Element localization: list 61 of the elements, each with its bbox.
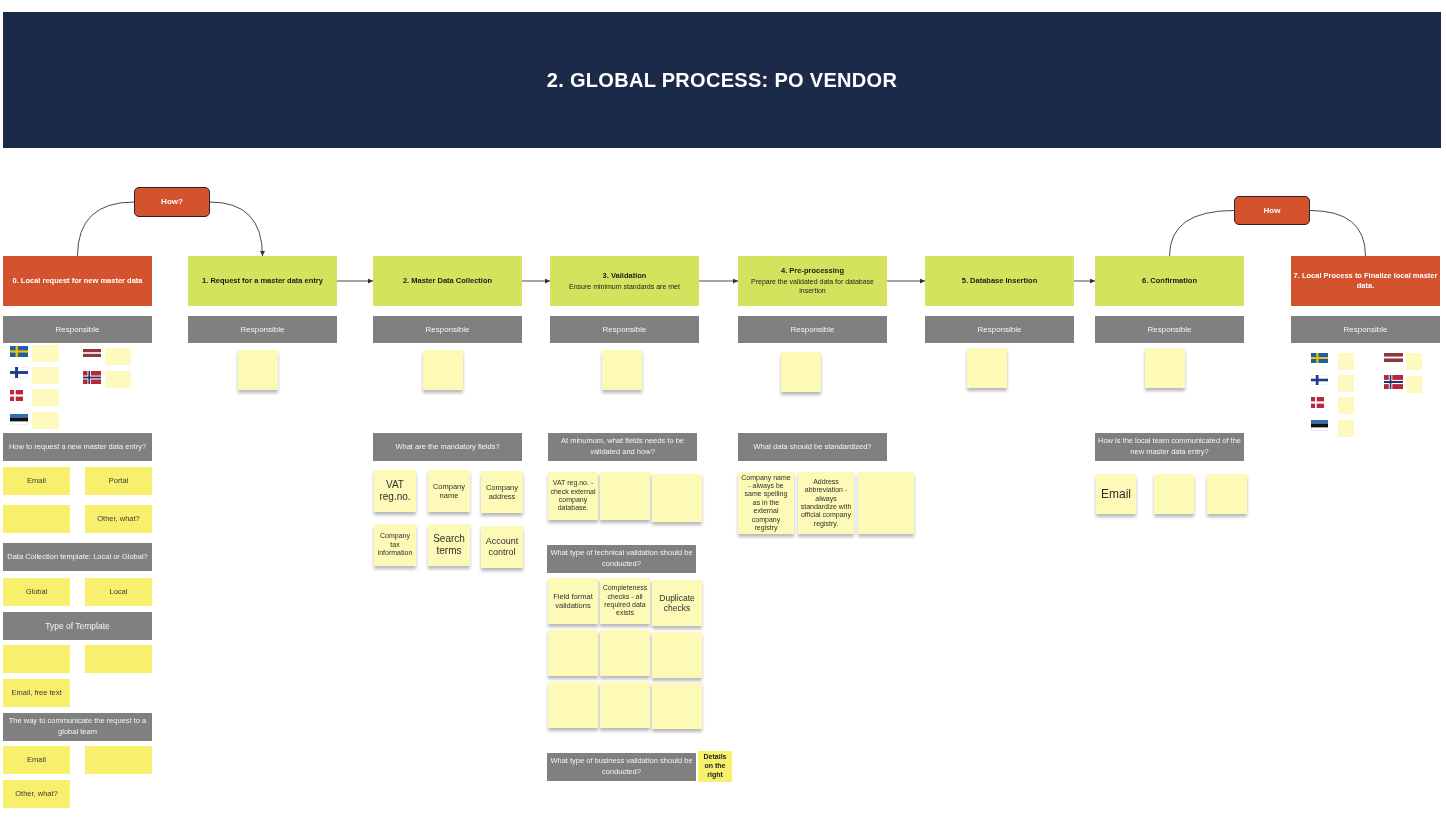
sticky-note <box>1406 353 1422 370</box>
sticky-note <box>1338 420 1354 437</box>
sticky-note <box>600 630 650 676</box>
arrow <box>1073 278 1096 284</box>
sticky-note <box>652 474 702 522</box>
sticky-note <box>652 683 702 729</box>
sticky-note <box>238 350 278 390</box>
sticky-note <box>3 505 70 533</box>
sticky-note <box>652 632 702 678</box>
responsible-bar: Responsible <box>1095 316 1244 343</box>
sticky-note <box>32 389 59 406</box>
sticky-note: Duplicate checks <box>652 580 702 626</box>
sticky-note <box>32 345 59 362</box>
page-title: 2. GLOBAL PROCESS: PO VENDOR <box>546 68 898 93</box>
responsible-bar: Responsible <box>925 316 1074 343</box>
arrow <box>209 201 265 257</box>
sticky-note <box>1406 376 1422 393</box>
connector-line <box>1309 210 1366 257</box>
sticky-note <box>600 472 650 520</box>
sticky-note <box>602 350 642 390</box>
connector-line <box>1169 210 1235 257</box>
responsible-bar: Responsible <box>738 316 887 343</box>
arrow <box>521 278 551 284</box>
sticky-note <box>32 412 59 429</box>
sticky-note <box>1338 397 1354 414</box>
sticky-note: Account control <box>481 526 523 568</box>
sticky-note <box>967 348 1007 388</box>
responsible-bar: Responsible <box>373 316 522 343</box>
sticky-note <box>858 472 914 534</box>
sticky-note <box>600 682 650 728</box>
callout-box: How? <box>134 187 210 217</box>
sticky-note <box>1207 474 1247 514</box>
sticky-note <box>105 371 131 388</box>
question-bar: Type of Template <box>3 612 152 640</box>
responsible-bar: Responsible <box>550 316 699 343</box>
callout-box: How <box>1234 196 1310 225</box>
sticky-note <box>423 350 463 390</box>
sticky-note: VAT reg.no. <box>374 470 416 512</box>
process-step <box>738 256 887 306</box>
responsible-bar: Responsible <box>3 316 152 343</box>
arrow <box>698 278 739 284</box>
sticky-note <box>85 746 152 774</box>
sticky-note <box>548 630 598 676</box>
responsible-bar: Responsible <box>1291 316 1440 343</box>
sticky-note <box>105 348 131 365</box>
sticky-note: Search terms <box>428 524 470 566</box>
arrow <box>336 278 374 284</box>
arrow <box>886 278 926 284</box>
sticky-note <box>3 645 70 673</box>
sticky-note <box>1154 474 1194 514</box>
sticky-note: Email <box>1096 474 1136 514</box>
responsible-bar: Responsible <box>188 316 337 343</box>
sticky-note <box>1145 348 1185 388</box>
sticky-note <box>32 367 59 384</box>
connector-line <box>77 201 135 257</box>
sticky-note <box>781 352 821 392</box>
sticky-note <box>1338 375 1354 392</box>
sticky-note <box>85 645 152 673</box>
sticky-note <box>548 682 598 728</box>
process-step <box>550 256 699 306</box>
sticky-note <box>1338 353 1354 370</box>
